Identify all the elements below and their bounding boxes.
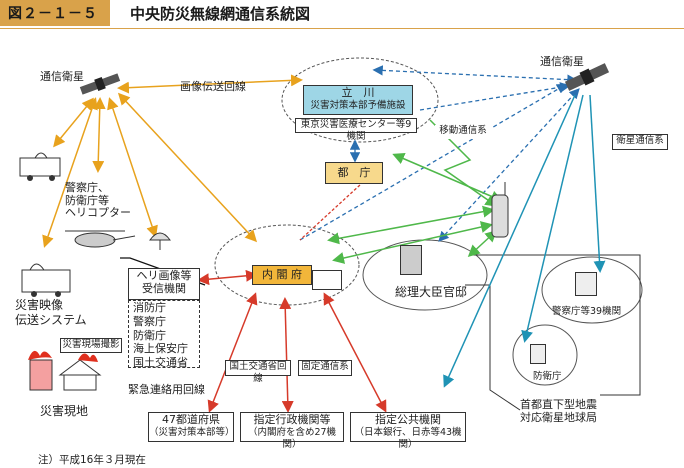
- emergency-line-label: 緊急連絡用回線: [128, 383, 205, 396]
- receiver-dish-icon: [149, 232, 171, 250]
- disaster-site-icon: [28, 350, 102, 391]
- receiver-0: 消防庁: [133, 301, 166, 314]
- helicopter-label: 警察庁、 防衛庁等 ヘリコプター: [65, 181, 131, 220]
- receiver-2: 防衛庁: [133, 328, 166, 342]
- tachikawa-sub: 災害対策本部予備施設: [310, 99, 406, 111]
- receiver-3: 海上保安庁: [133, 342, 188, 356]
- pm-residence-zone: [362, 239, 488, 311]
- police-label: 警察庁等39機関: [552, 306, 622, 317]
- receiver-1: 警察庁: [133, 314, 166, 328]
- public-orgs-label: 指定公共機関: [375, 413, 441, 426]
- left-satellite-label: 通信衛星: [40, 70, 84, 83]
- admin-orgs-label: 指定行政機関等: [253, 413, 331, 426]
- sat-comm-label: 衛星通信系: [612, 134, 668, 150]
- receiver-4: 国土交通省: [133, 356, 188, 369]
- pm-residence-label: 総理大臣官邸: [395, 285, 468, 299]
- tokyo-medical-box: 東京災害医療センター等9機関: [295, 118, 417, 142]
- public-orgs-sub: （日本銀行、日赤等43機関）: [354, 426, 462, 450]
- heli-receiver-box: ヘリ画像等 受信機関: [128, 268, 200, 300]
- figure-note: 注）平成16年３月現在: [38, 454, 146, 466]
- cabinet-zone: [214, 224, 360, 306]
- tocho-box: 都 庁: [325, 162, 383, 184]
- heli-receiver-list: 消防庁 警察庁 防衛庁 海上保安庁 国土交通省: [128, 300, 200, 369]
- admin-orgs-sub: （内閣府を含め27機関）: [247, 426, 337, 450]
- backup-station-label: 首都直下型地震 対応衛星地球局: [520, 398, 597, 425]
- public-orgs-box: 指定公共機関 （日本銀行、日赤等43機関）: [350, 412, 466, 450]
- video-truck-icon: [21, 263, 71, 297]
- pm-residence-building: [400, 245, 422, 275]
- helicopter-icon: [65, 230, 136, 248]
- mobile-phone-icon: [491, 182, 509, 238]
- header-rule: [0, 28, 684, 29]
- tachikawa-label: 立 川: [341, 86, 375, 99]
- fixed-comm-label: 固定通信系: [298, 360, 352, 376]
- cabinet-equipment: [312, 270, 342, 290]
- prefectures-box: 47都道府県 （災害対策本部等）: [148, 412, 235, 442]
- defense-building: [530, 344, 546, 364]
- figure-number: 図２－１－５: [0, 0, 110, 26]
- police-building: [575, 272, 597, 296]
- police-zone: [541, 256, 643, 324]
- left-satellite-icon: [79, 73, 121, 95]
- right-satellite-label: 通信衛星: [540, 55, 584, 68]
- cabinet-office-box: 内 閣 府: [252, 265, 312, 285]
- tachikawa-box: 立 川 災害対策本部予備施設: [303, 85, 413, 115]
- defense-label: 防衛庁: [533, 371, 562, 382]
- prefectures-label: 47都道府県: [162, 413, 220, 426]
- satellite-truck-icon: [19, 152, 61, 181]
- mobile-comm-label: 移動通信系: [435, 125, 491, 139]
- disaster-site-label: 災害現地: [40, 404, 89, 418]
- prefectures-sub: （災害対策本部等）: [149, 426, 235, 438]
- defense-zone: [512, 324, 578, 386]
- right-satellite-icon: [564, 63, 610, 91]
- admin-orgs-box: 指定行政機関等 （内閣府を含め27機関）: [240, 412, 344, 450]
- image-line-label: 画像伝送回線: [180, 80, 246, 93]
- mlit-line-label: 国土交通省回線: [225, 360, 291, 384]
- disaster-video-label: 災害映像 伝送システム: [15, 298, 87, 327]
- figure-title: 中央防災無線網通信系統図: [130, 4, 311, 23]
- disaster-shoot-box: 災害現場撮影: [60, 338, 122, 353]
